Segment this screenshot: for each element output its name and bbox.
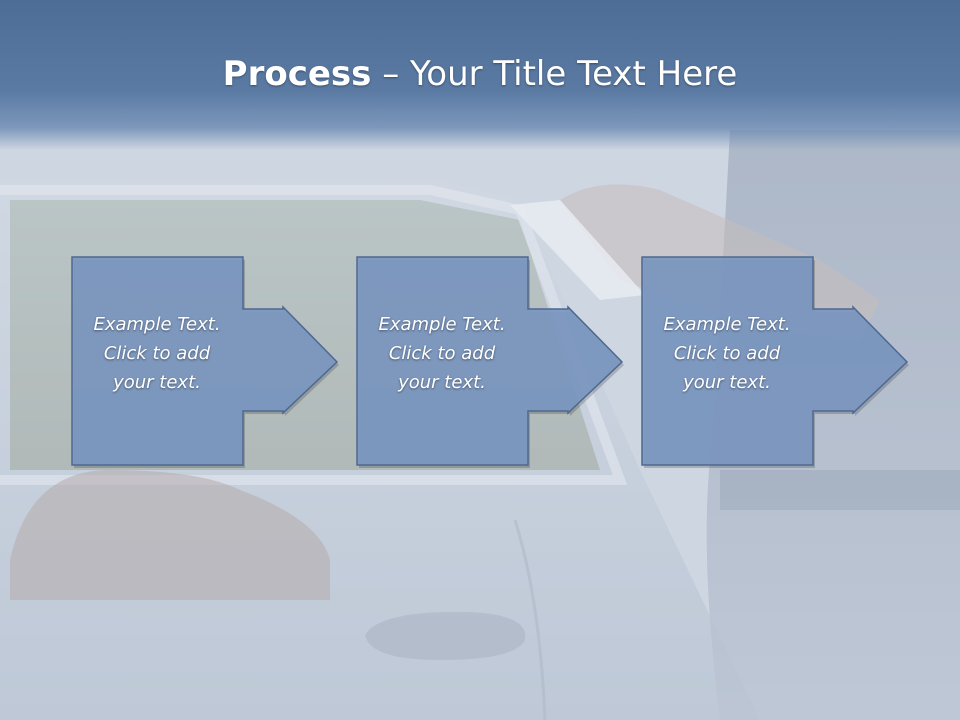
slide-title-bold: Process bbox=[222, 54, 372, 94]
process-step-text[interactable]: Example Text. Click to add your text. bbox=[356, 310, 528, 397]
slide-title[interactable]: Process – Your Title Text Here bbox=[0, 50, 960, 98]
process-step-arrow-shape bbox=[71, 256, 339, 468]
process-step-line: your text. bbox=[398, 372, 486, 393]
process-step-arrow-shape bbox=[356, 256, 624, 468]
process-step-line: Click to add bbox=[388, 343, 496, 364]
process-step-text[interactable]: Example Text. Click to add your text. bbox=[641, 310, 813, 397]
process-step-2[interactable]: Example Text. Click to add your text. bbox=[356, 256, 696, 471]
process-step-line: Click to add bbox=[103, 343, 211, 364]
process-step-text[interactable]: Example Text. Click to add your text. bbox=[71, 310, 243, 397]
process-step-line: Example Text. bbox=[663, 314, 791, 335]
process-step-line: your text. bbox=[113, 372, 201, 393]
process-step-3[interactable]: Example Text. Click to add your text. bbox=[641, 256, 960, 471]
slide-title-rest: Your Title Text Here bbox=[410, 54, 738, 94]
slide-title-separator: – bbox=[371, 54, 411, 94]
process-step-line: Example Text. bbox=[378, 314, 506, 335]
process-step-line: Example Text. bbox=[93, 314, 221, 335]
process-step-arrow-shape bbox=[641, 256, 909, 468]
process-step-line: your text. bbox=[683, 372, 771, 393]
process-step-line: Click to add bbox=[673, 343, 781, 364]
process-step-1[interactable]: Example Text. Click to add your text. bbox=[71, 256, 411, 471]
title-band bbox=[0, 0, 960, 150]
